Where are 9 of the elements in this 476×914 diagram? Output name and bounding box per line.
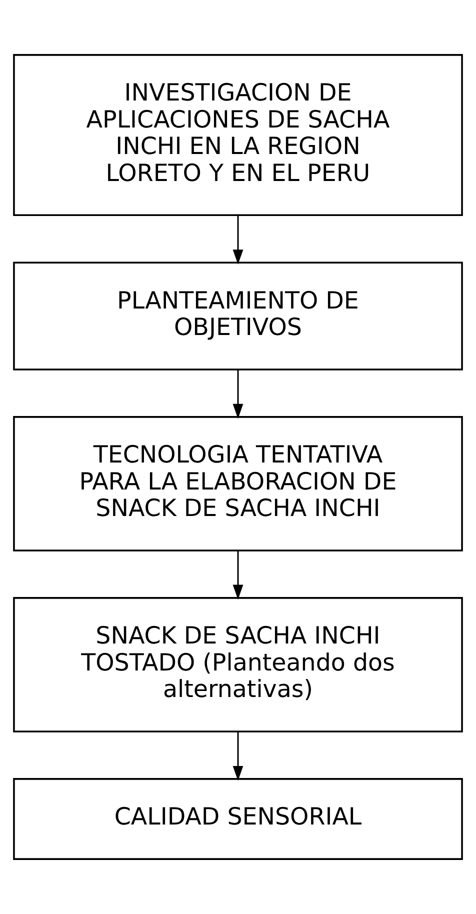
arrow — [232, 370, 244, 419]
node-box: CALIDAD SENSORIAL — [13, 778, 463, 860]
arrow — [232, 216, 244, 264]
node-box: INVESTIGACION DE APLICACIONES DE SACHA INCHI EN LA REGION LORETO Y EN EL PERU — [13, 54, 463, 216]
node-box: PLANTEAMIENTO DE OBJETIVOS — [13, 262, 463, 370]
node-box: SNACK DE SACHA INCHI TOSTADO (Planteando dos alternativas) — [13, 597, 463, 732]
arrow — [232, 550, 244, 600]
arrow — [232, 732, 244, 781]
node-box: TECNOLOGIA TENTATIVA PARA LA ELABORACION DE SNACK DE SACHA INCHI — [13, 416, 463, 552]
